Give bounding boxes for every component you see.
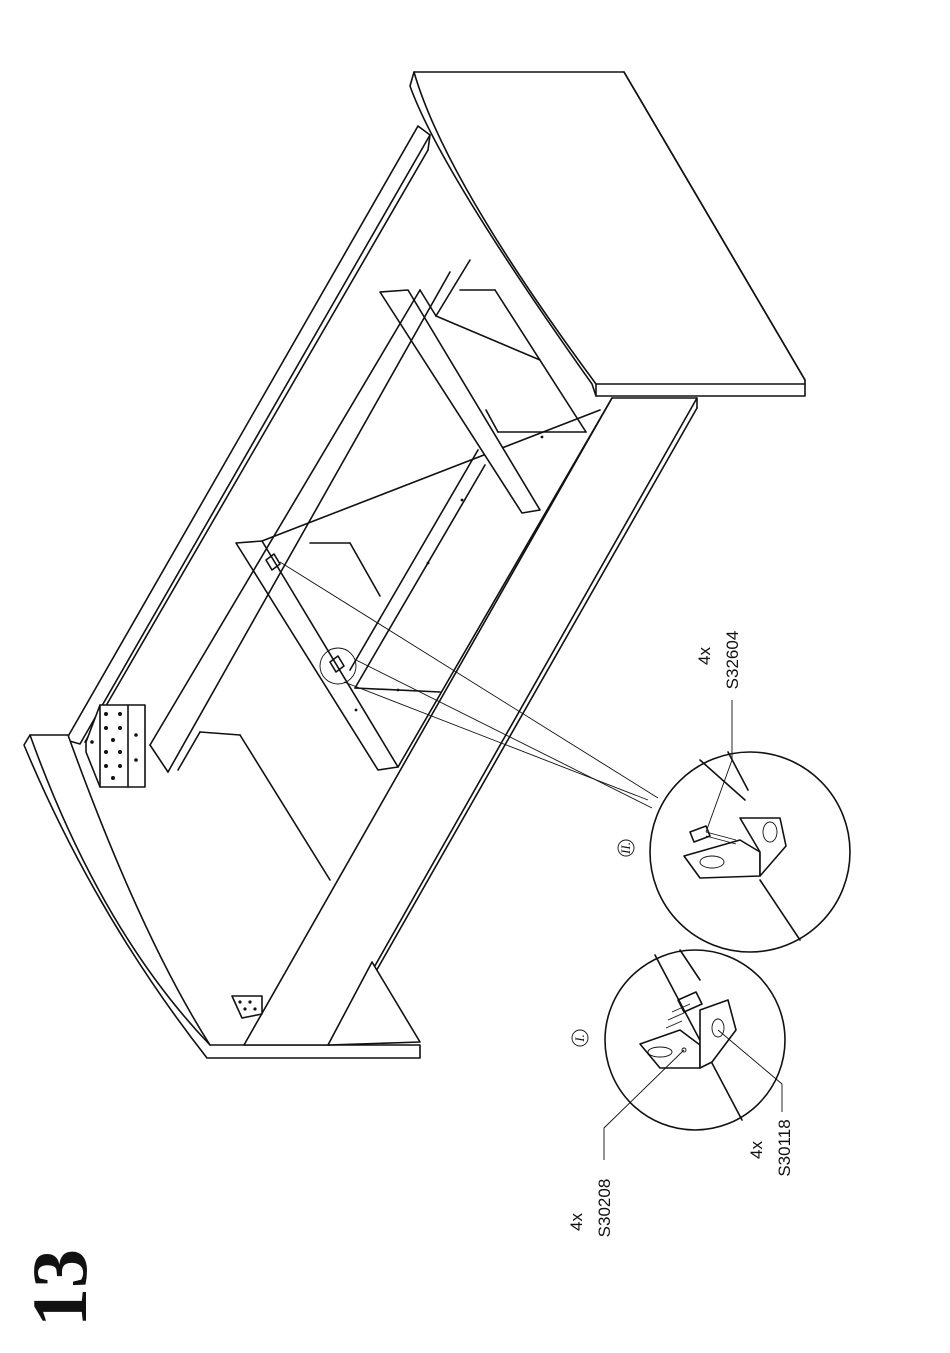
right-end-panel	[410, 72, 805, 396]
detail-circle-ii	[650, 752, 850, 952]
back-panel	[66, 126, 430, 744]
part-code-s30118: S30118	[775, 1119, 794, 1176]
part-qty-s30208: 4x	[567, 1213, 586, 1231]
roman-text-ii: II.	[618, 842, 633, 855]
roman-text-i: I.	[572, 1034, 587, 1043]
part-label-s30208: 4x S30208	[567, 1179, 614, 1238]
part-code-s32604: S32604	[723, 631, 742, 690]
part-code-s30208: S30208	[595, 1179, 614, 1238]
part-qty-s30118: 4x	[747, 1141, 766, 1159]
detail-circle-i	[605, 950, 785, 1130]
step-number: 13	[16, 1249, 103, 1327]
part-label-s32604: 4x S32604	[695, 631, 742, 690]
corner-bracket-left	[86, 705, 145, 787]
roman-label-i: I.	[572, 1030, 588, 1046]
part-qty-s32604: 4x	[695, 647, 714, 665]
front-panel	[244, 398, 697, 1045]
corner-bracket-small	[232, 996, 262, 1018]
part-label-s30118: 4x S30118	[747, 1119, 794, 1176]
roman-label-ii: II.	[618, 840, 634, 856]
